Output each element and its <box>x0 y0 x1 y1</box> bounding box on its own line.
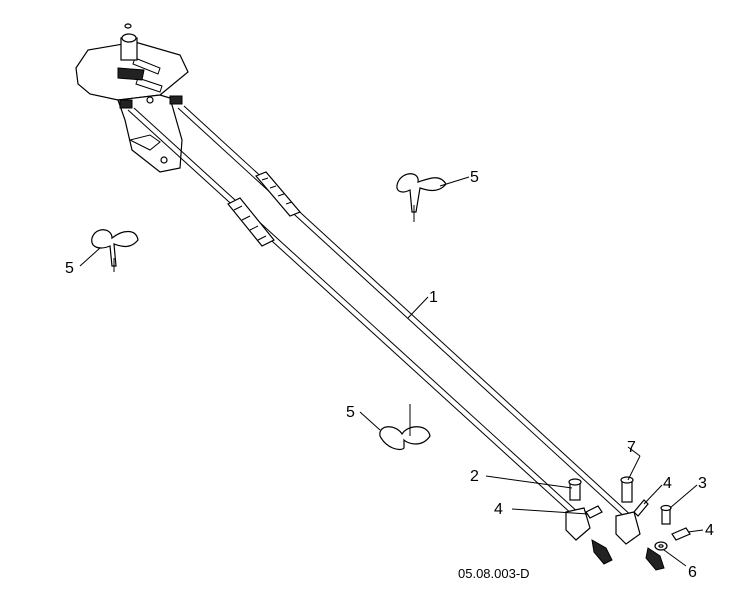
callout-3: 3 <box>698 475 707 492</box>
clip-items-4 <box>585 499 691 541</box>
cable-clip-top-right <box>396 173 447 222</box>
drawing-code: 05.08.003-D <box>458 566 530 581</box>
leader-lines <box>79 176 704 567</box>
callout-6: 6 <box>688 564 697 581</box>
gearbox-assembly <box>75 23 189 173</box>
cable-lower <box>127 107 581 517</box>
callout-4-left: 4 <box>494 501 503 518</box>
pin-item-2 <box>568 478 582 501</box>
callout-4-right: 4 <box>705 522 714 539</box>
washer-item-6 <box>654 541 668 551</box>
callout-5-bottom: 5 <box>346 404 355 421</box>
cable-clip-bottom <box>379 404 431 451</box>
pin-item-3 <box>660 504 672 525</box>
callout-5-top: 5 <box>470 169 479 186</box>
callout-5-left: 5 <box>65 260 74 277</box>
cable-clip-left <box>91 229 139 272</box>
pin-item-7 <box>620 476 634 503</box>
callout-7: 7 <box>627 439 636 456</box>
ball-joint-left <box>565 507 613 565</box>
ball-joint-right <box>615 511 665 571</box>
callout-1: 1 <box>429 289 438 306</box>
callout-4-top: 4 <box>663 475 672 492</box>
callout-2: 2 <box>470 468 479 485</box>
cable-upper <box>177 105 635 521</box>
